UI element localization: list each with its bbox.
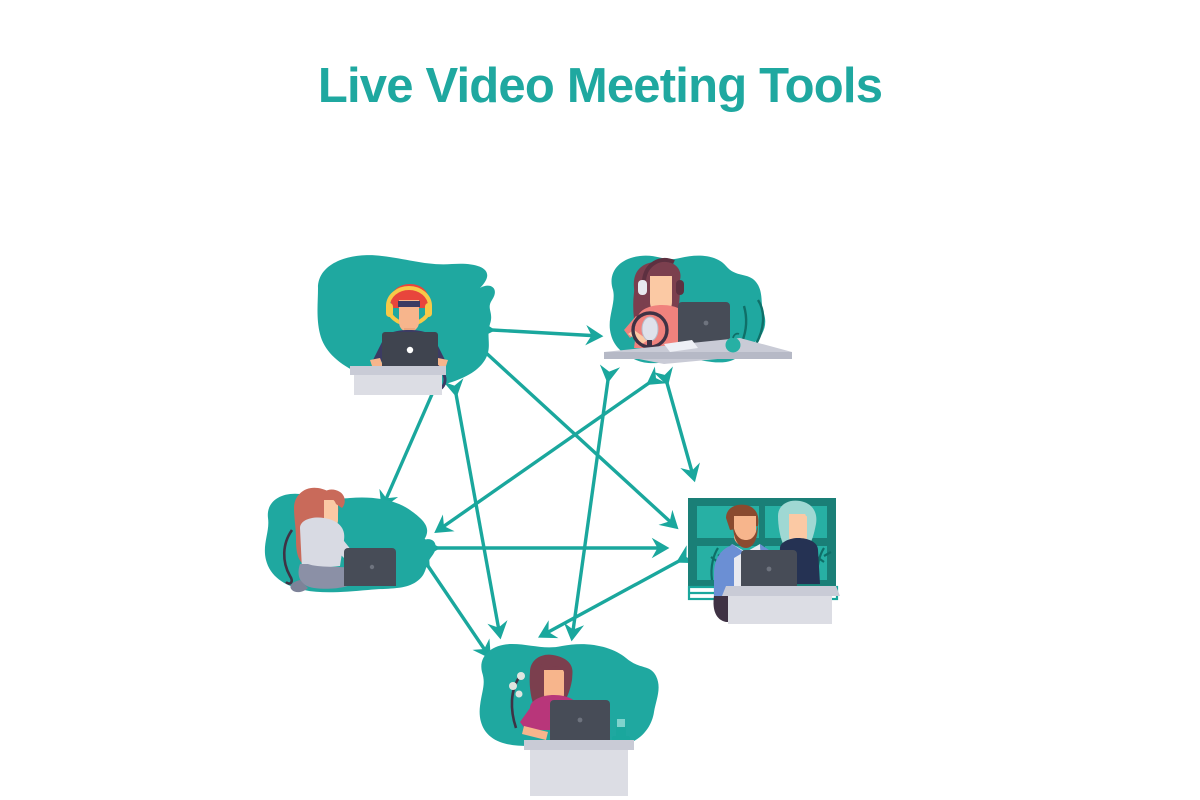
microphone-capsule (641, 316, 659, 342)
desk-top (722, 586, 840, 596)
desk-body (354, 375, 442, 395)
desk-body (530, 750, 628, 796)
woman-hair-front (786, 502, 813, 518)
node-mid-left[interactable] (264, 487, 436, 593)
laptop-logo (577, 717, 583, 723)
headphone-band (642, 258, 675, 281)
bottle (616, 726, 626, 738)
headphone-ear-right (676, 280, 684, 295)
sleeve (520, 708, 538, 730)
cable (282, 529, 294, 585)
arm (522, 726, 548, 740)
desk-top (350, 366, 446, 375)
connection-top-right-to-mid-right (653, 366, 700, 483)
connection-mid-right-to-bottom (538, 545, 697, 639)
woman-face (789, 514, 807, 546)
face (399, 300, 419, 332)
foot (290, 580, 308, 593)
node-mid-right[interactable] (687, 498, 840, 624)
plant-bud-1 (517, 672, 525, 680)
headphone-ear (638, 280, 647, 295)
man-beard (733, 524, 758, 548)
bottle-cap (617, 719, 625, 727)
plant-stem (510, 675, 522, 729)
headphone-ear-right (425, 303, 432, 317)
desk-body (728, 596, 832, 624)
hair-front (540, 656, 573, 676)
plant-bud-2 (509, 682, 517, 690)
arrow-group (379, 319, 700, 659)
sweater (300, 517, 345, 570)
man-blazer (714, 544, 744, 604)
apple-stem (732, 332, 740, 339)
apple (725, 337, 741, 353)
face (650, 276, 672, 314)
desk-top (524, 740, 634, 750)
hair-front (320, 489, 345, 508)
page-title: Live Video Meeting Tools (317, 59, 883, 113)
plant-sprig-right (754, 299, 765, 345)
connection-top-left-to-mid-left (379, 374, 449, 510)
laptop-logo (406, 346, 414, 354)
node-bottom[interactable] (479, 644, 659, 796)
node-top-left[interactable] (317, 255, 495, 395)
connection-mid-left-to-bottom (411, 548, 491, 659)
laptop-logo (766, 566, 772, 572)
face-visor (398, 301, 420, 307)
laptop-logo (703, 320, 709, 326)
laptop-logo (369, 564, 375, 570)
node-top-right[interactable] (604, 255, 792, 364)
headphone-ear-left (386, 303, 393, 317)
plant-bud-3 (515, 690, 523, 698)
desk-edge (604, 352, 792, 359)
hair-front (646, 261, 681, 282)
